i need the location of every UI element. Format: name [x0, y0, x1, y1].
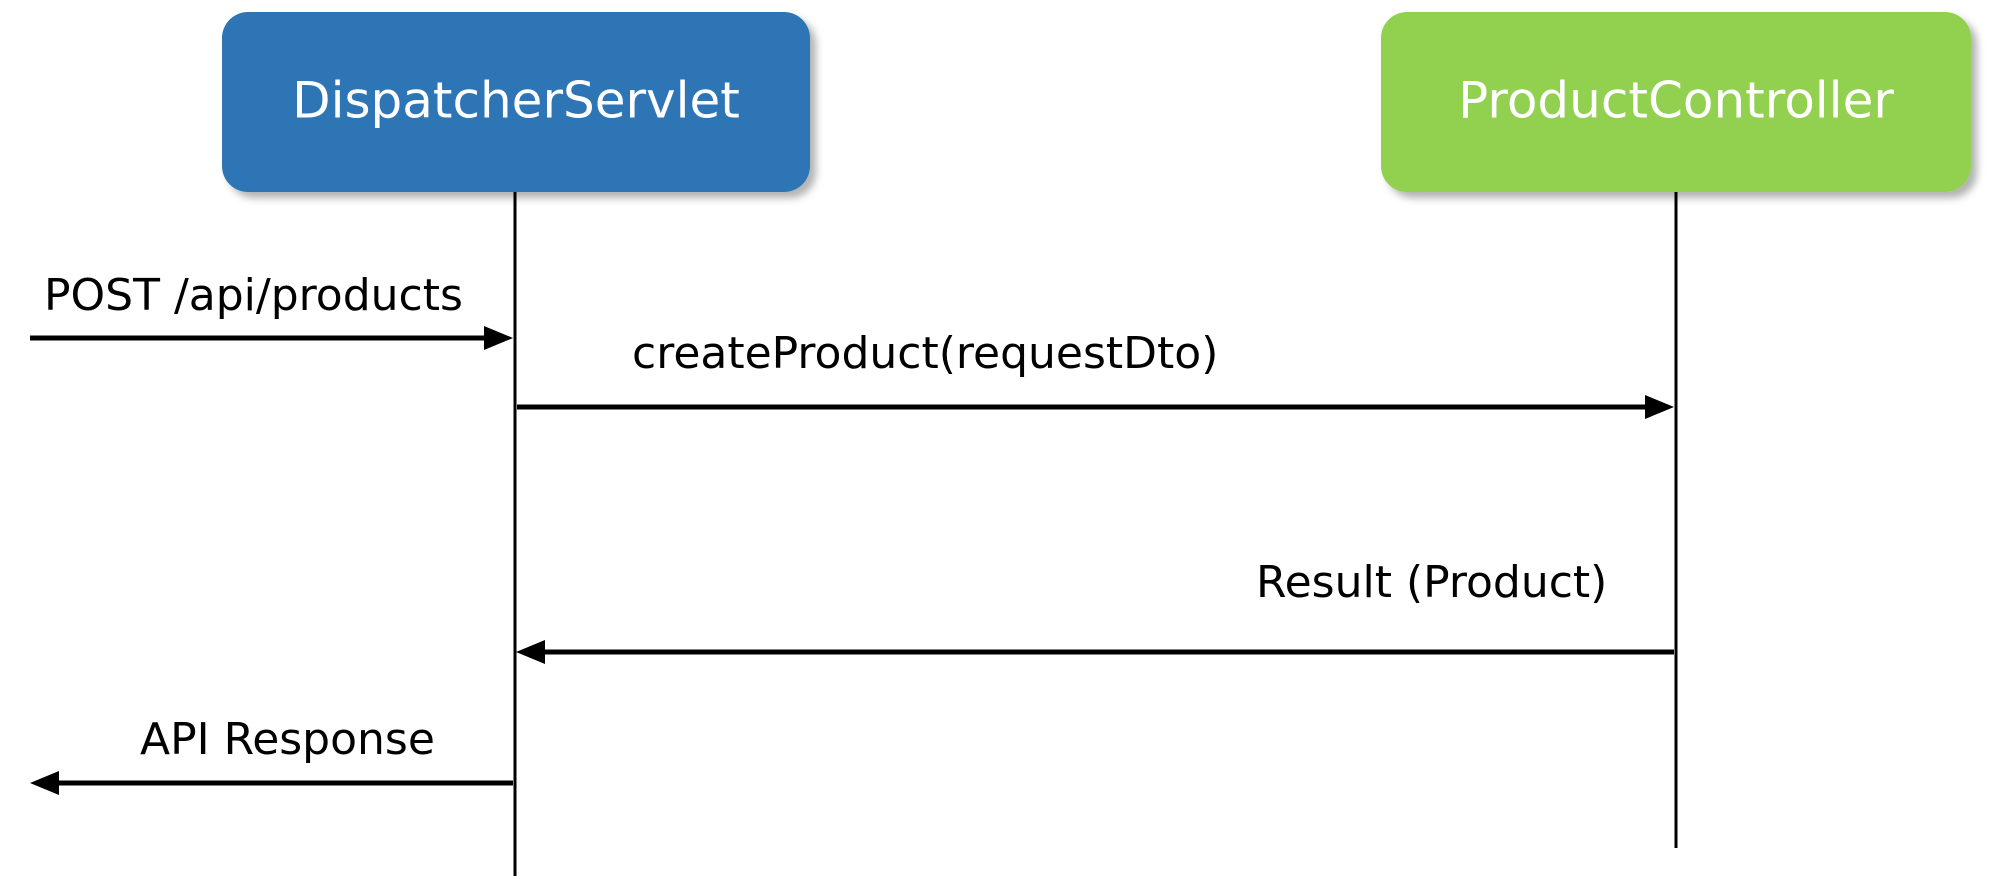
dispatcher-box [222, 12, 810, 192]
result-arrowhead [516, 640, 545, 664]
response-label: API Response [140, 714, 435, 765]
dispatcher-participant: DispatcherServlet [222, 12, 810, 192]
create-label: createProduct(requestDto) [632, 328, 1218, 379]
response-arrowhead [30, 771, 59, 795]
controller-label: ProductController [1458, 72, 1894, 130]
create-arrowhead [1645, 395, 1674, 419]
result-label: Result (Product) [1256, 557, 1607, 608]
request-message: POST /api/products [30, 270, 513, 350]
request-label: POST /api/products [44, 270, 463, 321]
dispatcher-label: DispatcherServlet [292, 72, 740, 130]
controller-participant: ProductController [1381, 12, 1971, 192]
create-message: createProduct(requestDto) [517, 328, 1674, 419]
controller-box [1381, 12, 1971, 192]
request-arrowhead [484, 326, 513, 350]
response-message: API Response [30, 714, 513, 795]
result-message: Result (Product) [516, 557, 1674, 664]
